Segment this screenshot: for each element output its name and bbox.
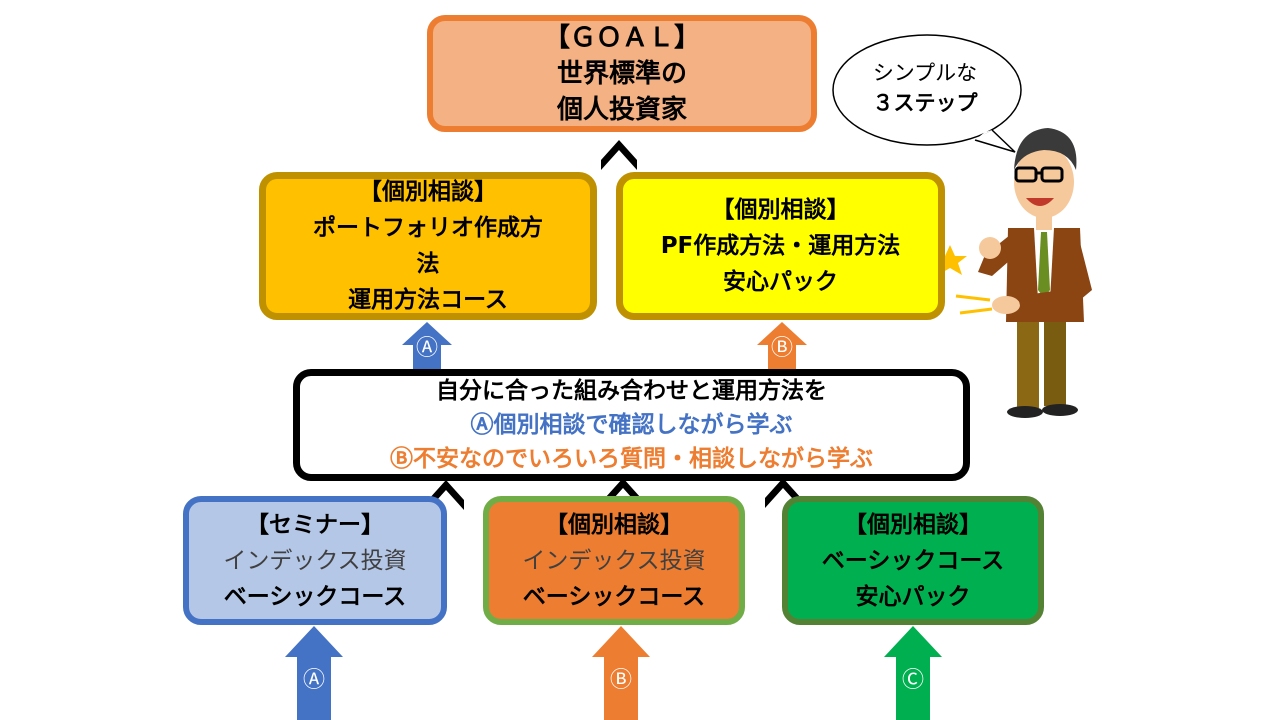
goal-text-1: 世界標準の	[556, 58, 687, 89]
consult-basic-title: 【個別相談】	[545, 511, 683, 538]
portfolio-course-text-1: ポートフォリオ作成方	[313, 215, 543, 241]
goal-text-2: 個人投資家	[556, 94, 687, 125]
method-b-text: Ⓑ不安なのでいろいろ質問・相談しながら学ぶ	[390, 446, 873, 472]
seminar-basic-title: 【セミナー】	[246, 511, 384, 538]
chevron-up-icon	[765, 478, 801, 508]
chevron-up-icon	[605, 478, 641, 508]
arrow-label-a-bottom: Ⓐ	[303, 668, 325, 693]
goal-title: 【ＧＯＡＬ】	[543, 22, 700, 53]
consult-basic-box: 【個別相談】 インデックス投資 ベーシックコース	[483, 496, 745, 625]
pf-anshin-pack-title: 【個別相談】	[711, 197, 850, 223]
goal-box: 【ＧＯＡＬ】 世界標準の 個人投資家	[427, 15, 817, 132]
seminar-basic-text-1: インデックス投資	[223, 547, 407, 574]
method-a-text: Ⓐ個別相談で確認しながら学ぶ	[470, 412, 793, 438]
arrow-up-a-icon: Ⓐ	[402, 322, 452, 369]
consult-basic-text-2: ベーシックコース	[522, 583, 706, 610]
arrow-label-c-bottom: Ⓒ	[902, 668, 924, 693]
chevron-up-icon	[428, 480, 464, 510]
consult-basic-text-1: インデックス投資	[522, 547, 706, 574]
arrow-up-a-bottom-icon: Ⓐ	[285, 626, 343, 720]
arrow-label-a: Ⓐ	[416, 336, 438, 361]
arrow-up-c-bottom-icon: Ⓒ	[884, 626, 942, 720]
speech-bubble-line-1: シンプルな	[872, 61, 978, 85]
pf-anshin-pack-box: 【個別相談】 PF作成方法・運用方法 安心パック	[616, 172, 945, 320]
portfolio-course-box: 【個別相談】 ポートフォリオ作成方 法 運用方法コース	[259, 172, 597, 320]
portfolio-course-text-3: 運用方法コース	[348, 287, 508, 313]
pf-anshin-pack-text-1: PF作成方法・運用方法	[660, 233, 901, 259]
presenter-man-icon	[933, 128, 1092, 418]
portfolio-course-text-2: 法	[416, 251, 440, 277]
seminar-basic-box: 【セミナー】 インデックス投資 ベーシックコース	[183, 496, 447, 625]
consult-anshin-title: 【個別相談】	[844, 511, 982, 538]
arrow-label-b: Ⓑ	[771, 336, 793, 361]
speech-bubble-text: シンプルな ３ステップ	[850, 58, 1000, 118]
seminar-basic-text-2: ベーシックコース	[223, 583, 407, 610]
chevron-up-icon	[601, 140, 637, 170]
method-explanation-box: 自分に合った組み合わせと運用方法を Ⓐ個別相談で確認しながら学ぶ Ⓑ不安なのでい…	[293, 369, 970, 481]
speech-bubble-line-2: ３ステップ	[872, 91, 978, 115]
consult-anshin-text-2: 安心パック	[855, 583, 971, 610]
speech-bubble	[832, 34, 1022, 153]
consult-anshin-text-1: ベーシックコース	[821, 547, 1005, 574]
arrow-up-b-icon: Ⓑ	[757, 322, 807, 369]
arrow-label-b-bottom: Ⓑ	[610, 668, 632, 693]
consult-anshin-box: 【個別相談】 ベーシックコース 安心パック	[782, 496, 1044, 625]
method-explanation-text: 自分に合った組み合わせと運用方法を	[436, 378, 827, 404]
pf-anshin-pack-text-2: 安心パック	[723, 269, 838, 295]
arrow-up-b-bottom-icon: Ⓑ	[592, 626, 650, 720]
portfolio-course-title: 【個別相談】	[359, 179, 497, 205]
